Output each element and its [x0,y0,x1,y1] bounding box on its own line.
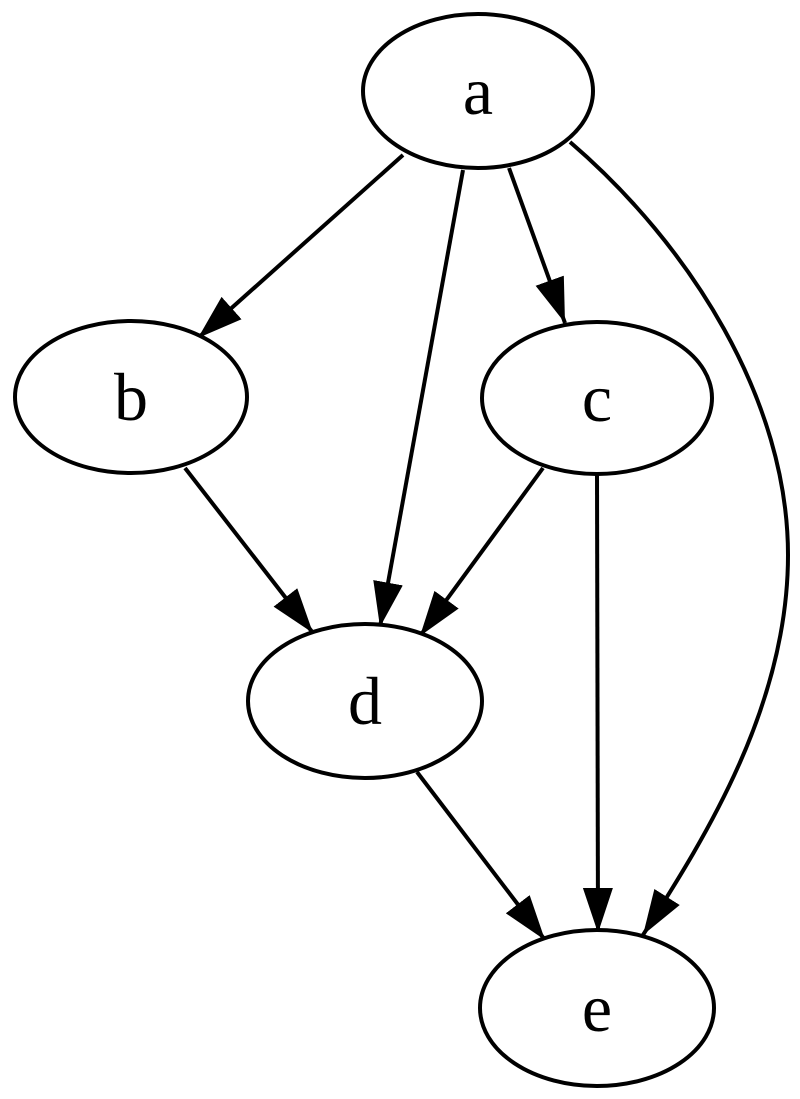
node-c-label: c [582,360,612,436]
edge-a-d [373,169,465,628]
node-e-ellipse [478,928,716,1088]
edge-c-e [582,472,613,934]
nodes-layer: a b c d e [13,12,716,1088]
node-d-ellipse [246,622,484,780]
node-d: d [246,622,484,780]
edge-a-e [568,140,791,937]
edges-layer [183,140,791,942]
edge-a-b [196,153,405,340]
node-d-label: d [348,663,382,739]
node-a: a [361,12,595,170]
edge-a-c [507,167,567,324]
edge-d-e [415,770,547,942]
node-c: c [480,320,714,476]
node-b-ellipse [13,319,249,475]
node-b: b [13,319,249,475]
node-a-label: a [463,53,493,129]
edge-b-d [183,466,315,635]
node-e-label: e [582,970,612,1046]
node-c-ellipse [480,320,714,476]
node-e: e [478,928,716,1088]
edge-c-d [418,466,545,638]
node-a-ellipse [361,12,595,170]
node-b-label: b [114,359,148,435]
